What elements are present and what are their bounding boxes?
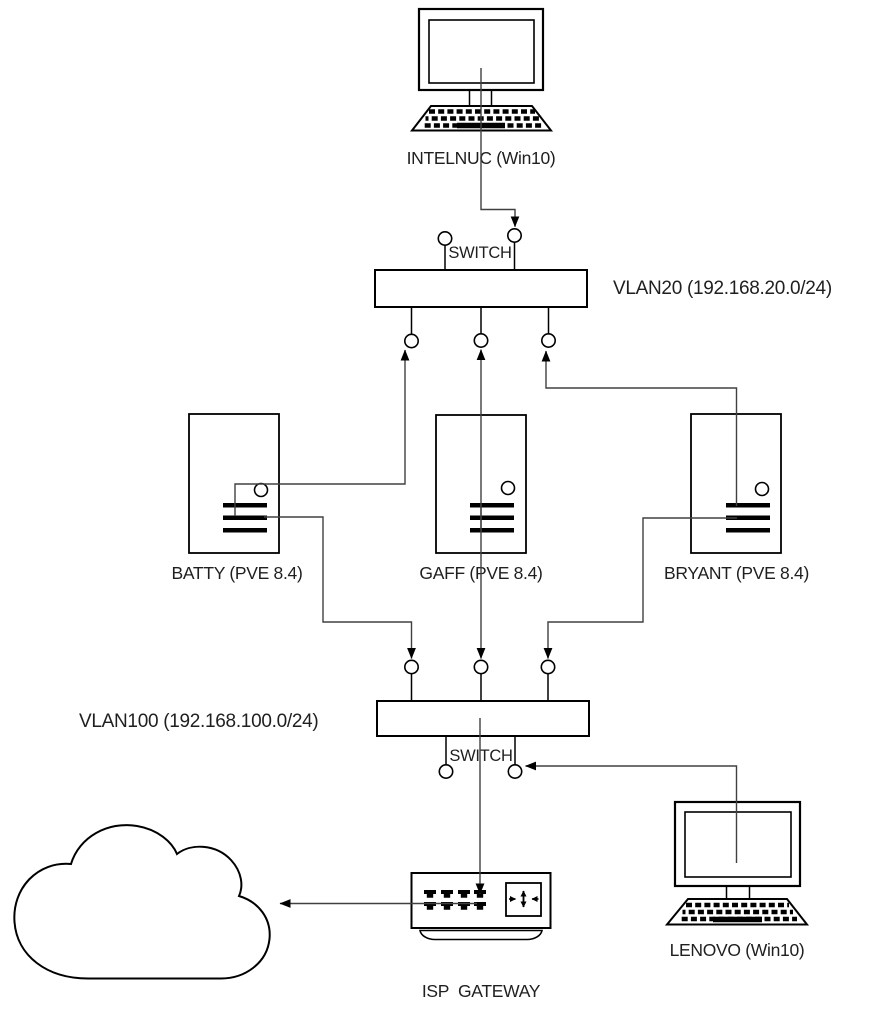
switch-downlink-stems — [445, 736, 516, 765]
vlan20-switch-label: SWITCH — [448, 244, 511, 262]
server-vents — [470, 503, 514, 533]
server-vents — [726, 503, 770, 533]
switch-port-circle — [507, 763, 523, 779]
switch-port-circle — [403, 659, 419, 675]
vlan100-network-label: VLAN100 (192.168.100.0/24) — [79, 711, 318, 732]
link-bryant-to-vlan20-switch — [541, 350, 738, 506]
switch-uplink-stems — [444, 242, 516, 270]
switch-body — [374, 269, 588, 308]
isp-gateway-label: ISP GATEWAY — [422, 981, 541, 1001]
switch-port-circle — [540, 659, 556, 675]
switch-port-circle — [473, 659, 489, 675]
vlan100-switch-icon — [376, 659, 590, 779]
vlan20-network-label: VLAN20 (192.168.20.0/24) — [613, 278, 832, 299]
bryant-label: BRYANT (PVE 8.4) — [664, 563, 809, 583]
server-led-circle — [253, 482, 269, 498]
switch-port-circle — [403, 333, 419, 349]
switch-body — [376, 700, 590, 737]
lenovo-desktop-pc-icon — [664, 800, 810, 926]
switch-port-circle — [540, 332, 556, 348]
server-led-circle — [754, 481, 770, 497]
switch-port-circle — [473, 332, 489, 348]
crossed-arrows-switch-icon — [505, 882, 542, 917]
vlan20-switch-icon — [374, 228, 588, 349]
vlan100-switch-label: SWITCH — [449, 747, 512, 765]
internet-cloud-icon — [13, 824, 271, 980]
monitor-stand — [725, 887, 751, 899]
server-vents — [223, 503, 267, 533]
isp-gateway-router-icon — [410, 872, 552, 941]
link-bryant-to-vlan100-switch — [543, 517, 737, 659]
router-base — [419, 929, 543, 941]
lenovo-label: LENOVO (Win10) — [670, 940, 805, 960]
connection-lines — [234, 68, 738, 908]
switch-uplink-stems — [410, 674, 549, 701]
batty-label: BATTY (PVE 8.4) — [171, 563, 302, 583]
link-lenovo-to-vlan100-switch — [525, 761, 738, 863]
server-led-circle — [500, 480, 516, 496]
link-batty-to-vlan20-switch — [234, 349, 410, 516]
monitor-stand — [468, 91, 493, 105]
keyboard-keys — [678, 902, 797, 923]
switch-port-circle — [506, 228, 522, 244]
switch-port-circle — [438, 763, 454, 779]
switch-downlink-stems — [410, 307, 550, 334]
switch-port-circle — [437, 231, 453, 247]
intelnuc-desktop-pc-icon — [409, 7, 554, 132]
link-batty-to-vlan100-switch — [264, 516, 416, 659]
monitor-screen — [684, 811, 792, 878]
link-intelnuc-to-vlan20-switch — [480, 68, 520, 228]
